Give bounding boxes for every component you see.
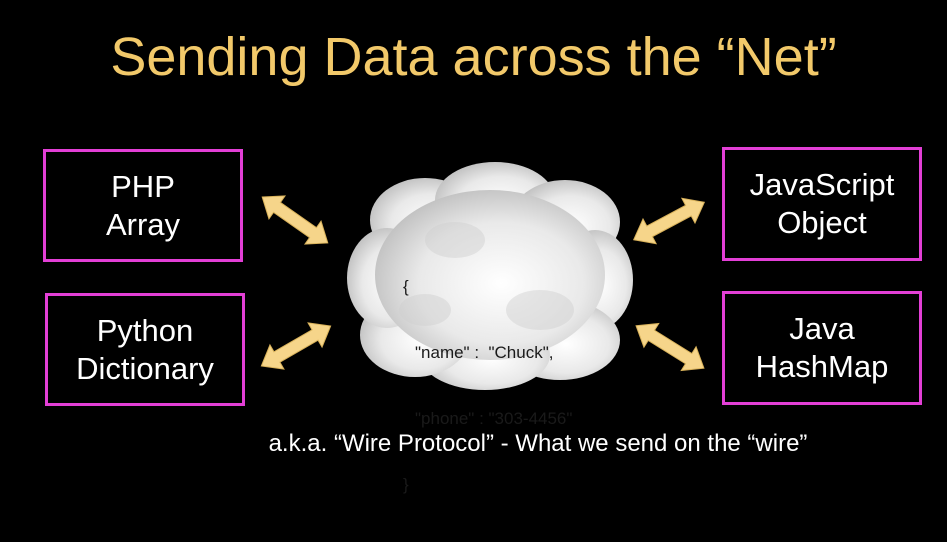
wire-protocol-caption: a.k.a. “Wire Protocol” - What we send on… xyxy=(268,430,808,457)
java-hashmap-label-line1: Java xyxy=(789,311,855,346)
python-dictionary-label-line2: Dictionary xyxy=(76,350,214,386)
json-line-phone: "phone" : "303-4456" xyxy=(415,409,573,428)
java-hashmap-box: Java HashMap xyxy=(722,291,922,405)
python-dictionary-box: Python Dictionary xyxy=(45,293,245,406)
javascript-object-label-line1: JavaScript xyxy=(749,167,895,202)
php-array-label-line2: Array xyxy=(105,206,181,242)
json-close-brace: } xyxy=(403,475,409,494)
double-arrow-icon xyxy=(632,197,706,245)
double-arrow-icon xyxy=(635,322,705,372)
double-arrow-icon xyxy=(261,195,329,245)
json-sample: { "name" : "Chuck", "phone" : "303-4456"… xyxy=(403,232,572,518)
javascript-object-box: JavaScript Object xyxy=(722,147,922,261)
javascript-object-label-line2: Object xyxy=(777,205,867,240)
json-line-name: "name" : "Chuck", xyxy=(415,343,554,362)
php-array-box: PHP Array xyxy=(43,149,243,262)
php-array-label-line1: PHP xyxy=(111,168,175,204)
cloud-shape xyxy=(347,162,633,390)
json-open-brace: { xyxy=(403,277,409,296)
slide-title: Sending Data across the “Net” xyxy=(110,27,837,87)
double-arrow-icon xyxy=(260,322,332,370)
java-hashmap-label-line2: HashMap xyxy=(755,349,889,384)
python-dictionary-label-line1: Python xyxy=(96,312,194,348)
